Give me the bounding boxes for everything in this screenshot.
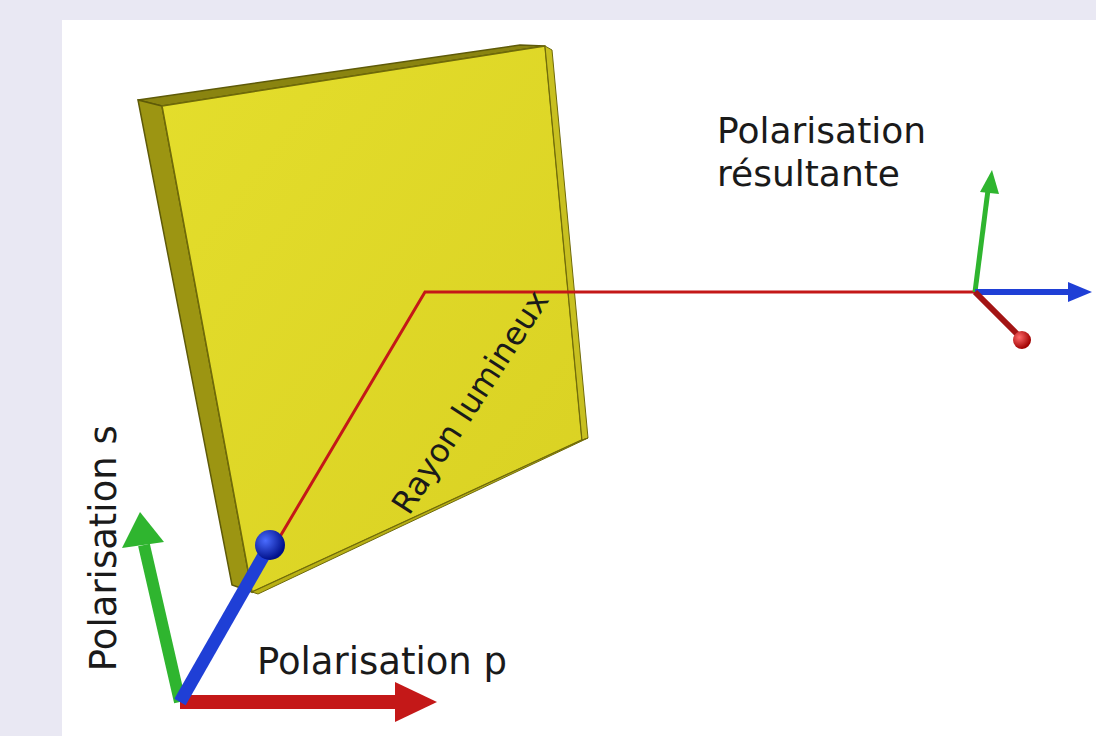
incident-axes [122, 512, 437, 722]
page-ground [62, 20, 1096, 736]
axis-label: Polarisation s [82, 425, 126, 671]
axis-label: Polarisation p [257, 640, 507, 684]
axis-label: Polarisation résultante [717, 109, 1007, 195]
resultant-axes [975, 170, 1092, 349]
glass-plate [138, 45, 588, 594]
light-ray [275, 292, 1000, 545]
